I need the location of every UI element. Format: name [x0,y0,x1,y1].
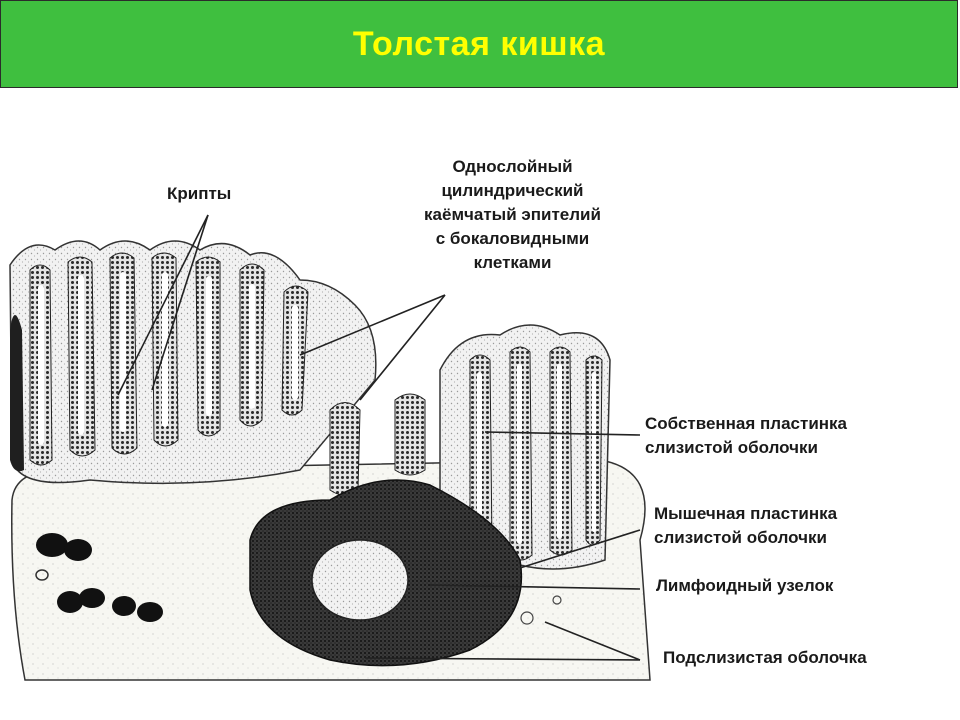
label-muscularis-mucosae: Мышечная пластинка слизистой оболочки [654,502,837,550]
colon-histology-diagram [9,214,651,681]
label-lamina-propria: Собственная пластинка слизистой оболочки [645,412,847,460]
label-muscularis-mucosae-line1: Мышечная пластинка [654,504,838,523]
slide-title: Толстая кишка [352,24,606,63]
title-bar: Толстая кишка [0,0,958,88]
crypts-middle [329,393,426,496]
label-lamina-propria-line1: Собственная пластинка [645,414,848,433]
crypt-lumens [38,272,298,445]
label-lymphoid-nodule: Лимфоидный узелок [656,576,834,595]
leader-lines [117,214,641,661]
label-epithelium-line2: цилиндрический [441,181,584,200]
label-epithelium-line4: с бокаловидными [435,229,590,248]
left-mucosa [9,240,377,485]
lymphoid-nodule-center [311,539,409,621]
label-submucosa: Подслизистая оболочка [663,648,867,667]
label-epithelium-line1: Однослойный [452,157,573,176]
label-epithelium-line3: каёмчатый эпителий [424,205,601,224]
label-epithelium-line5: клетками [473,253,552,272]
label-epithelium: Однослойный цилиндрический каёмчатый эпи… [395,155,630,275]
label-muscularis-mucosae-line2: слизистой оболочки [654,528,827,547]
label-lamina-propria-line2: слизистой оболочки [645,438,818,457]
blood-vessels [35,533,163,622]
label-crypts: Крипты [167,184,232,203]
